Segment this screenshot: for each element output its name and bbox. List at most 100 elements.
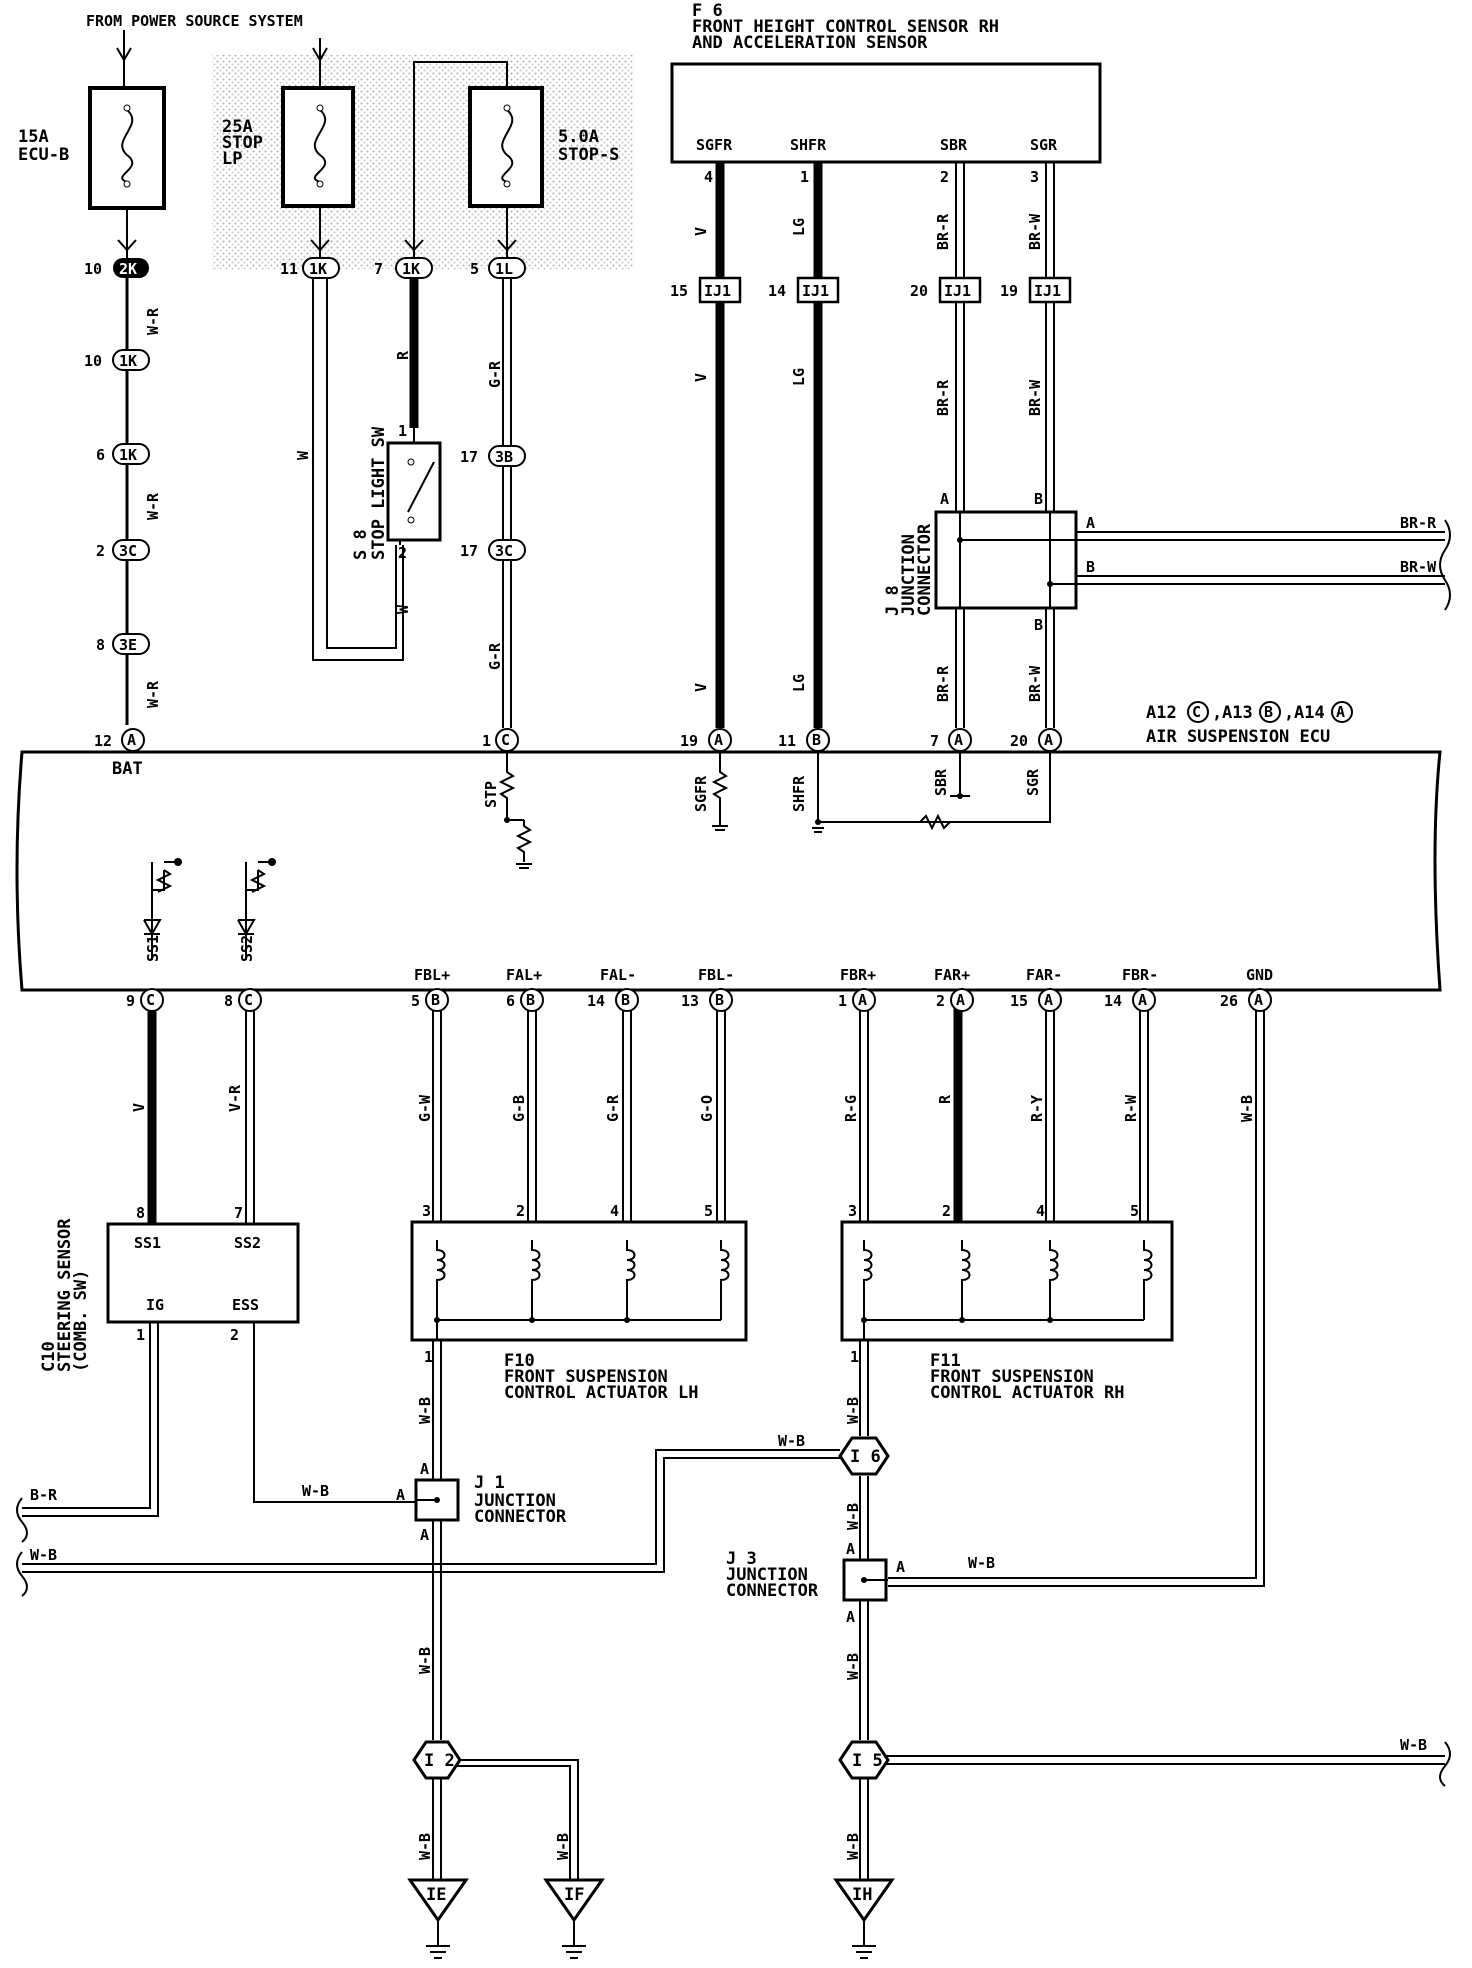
f10-actuator: 3 2 4 5 1 F10 FRONT SUSPENSION CONTROL A… (410, 1202, 748, 1403)
svg-text:B: B (1034, 490, 1043, 508)
svg-text:A12: A12 (1146, 703, 1177, 723)
svg-text:CONNECTOR: CONNECTOR (915, 523, 935, 616)
svg-text:B: B (1034, 616, 1043, 634)
ecu-pin-conn: C (244, 991, 253, 1009)
svg-text:LG: LG (790, 218, 808, 236)
ecu-pin-circle (709, 988, 733, 1012)
ecu-pin-number: 6 (506, 992, 515, 1010)
svg-text:FBL+: FBL+ (414, 966, 450, 984)
f11-actuator: 3 2 4 5 1 F11 FRONT SUSPENSION CONTROL A… (840, 1202, 1174, 1403)
svg-text:STEERING SENSOR: STEERING SENSOR (55, 1218, 75, 1372)
svg-text:STOP: STOP (222, 133, 263, 153)
svg-text:AIR SUSPENSION ECU: AIR SUSPENSION ECU (1146, 727, 1330, 747)
rh-ground-wires: W-B W-B W-B W-B W-B W-B I 6 A A A J 3 JU… (726, 1340, 1451, 1880)
svg-text:SGR: SGR (1030, 136, 1058, 154)
svg-text:10: 10 (84, 352, 102, 370)
svg-text:A: A (846, 1540, 855, 1558)
svg-text:B: B (812, 731, 821, 749)
svg-text:W-B: W-B (778, 1432, 805, 1450)
ecu-pin-number: 2 (936, 992, 945, 1010)
ecu-pin-circle (425, 988, 449, 1012)
svg-text:W-B: W-B (844, 1503, 862, 1530)
svg-text:A: A (127, 731, 136, 749)
svg-text:FBR-: FBR- (1122, 966, 1158, 984)
ecu-pin-conn: A (1138, 991, 1147, 1009)
svg-text:A: A (420, 1460, 429, 1478)
svg-text:SGFR: SGFR (692, 775, 710, 812)
svg-text:ESS: ESS (232, 1296, 259, 1314)
svg-text:R-W: R-W (1122, 1094, 1140, 1122)
svg-text:A: A (1086, 514, 1095, 532)
svg-text:4: 4 (610, 1202, 619, 1220)
svg-text:1K: 1K (402, 260, 420, 278)
svg-text:W-R: W-R (144, 492, 162, 520)
svg-text:17: 17 (460, 542, 478, 560)
svg-text:G-R: G-R (604, 1094, 622, 1122)
svg-text:A: A (954, 731, 963, 749)
svg-text:IJ1: IJ1 (704, 282, 731, 300)
svg-text:2K: 2K (119, 260, 137, 278)
svg-text:W-B: W-B (30, 1546, 57, 1564)
svg-text:2: 2 (230, 1326, 239, 1344)
svg-text:CONNECTOR: CONNECTOR (474, 1507, 567, 1527)
svg-text:A: A (940, 490, 949, 508)
steering-sensor: SS1 SS2 IG ESS 8 7 1 2 C10 STEERING SENS… (16, 1204, 416, 1543)
svg-text:GND: GND (1246, 966, 1273, 984)
svg-text:(COMB. SW): (COMB. SW) (71, 1270, 91, 1372)
svg-text:5.0A: 5.0A (558, 127, 599, 147)
ecu-pin-circle (520, 988, 544, 1012)
svg-text:W-B: W-B (844, 1833, 862, 1860)
svg-text:F11: F11 (930, 1351, 961, 1371)
ecu-pin-circle (238, 988, 262, 1012)
svg-text:3: 3 (422, 1202, 431, 1220)
svg-text:2: 2 (96, 542, 105, 560)
svg-text:A: A (420, 1526, 429, 1544)
ecu-pin-circle (140, 988, 164, 1012)
power-arrows (116, 30, 328, 88)
ecu-bottom-terminals: SS1 SS2 FBL+ FAL+ FAL- FBL- FBR+ FAR+ FA… (144, 935, 1273, 984)
svg-text:R: R (394, 350, 412, 360)
svg-text:11: 11 (280, 260, 298, 278)
svg-text:STP: STP (482, 781, 500, 808)
stp-chain: 5 1L G-R 17 3B 17 3C G-R (460, 257, 526, 728)
ecu-pin-number: 14 (587, 992, 605, 1010)
svg-text:BR-R: BR-R (934, 379, 952, 416)
svg-text:8: 8 (96, 636, 105, 654)
svg-text:8: 8 (136, 1204, 145, 1222)
svg-text:R-G: R-G (842, 1095, 860, 1122)
svg-text:STOP LIGHT SW: STOP LIGHT SW (369, 426, 389, 560)
f6-wires: 4 1 2 3 V LG BR-R BR-W IJ1 IJ1 IJ1 IJ1 1… (670, 162, 1072, 728)
svg-text:W-R: W-R (144, 307, 162, 335)
svg-text:IJ1: IJ1 (944, 282, 971, 300)
ecu-pin-circle (615, 988, 639, 1012)
ecu-pin-number: 1 (838, 992, 847, 1010)
svg-text:B: B (1264, 703, 1273, 721)
ecu-pin-number: 26 (1220, 992, 1238, 1010)
svg-text:IH: IH (852, 1885, 872, 1905)
svg-text:2: 2 (398, 544, 407, 562)
svg-text:J 8: J 8 (883, 585, 903, 616)
svg-text:BR-W: BR-W (1026, 379, 1044, 416)
ecu-pin-conn: B (431, 991, 440, 1009)
svg-text:JUNCTION: JUNCTION (899, 534, 919, 616)
svg-text:1K: 1K (119, 446, 137, 464)
svg-text:JUNCTION: JUNCTION (474, 1491, 556, 1511)
svg-text:3: 3 (1030, 168, 1039, 186)
svg-text:SS2: SS2 (238, 935, 256, 962)
svg-text:11: 11 (778, 732, 796, 750)
svg-text:SHFR: SHFR (790, 775, 808, 812)
svg-text:CONTROL ACTUATOR LH: CONTROL ACTUATOR LH (504, 1383, 698, 1403)
svg-text:BR-R: BR-R (1400, 514, 1437, 532)
svg-text:CONTROL ACTUATOR RH: CONTROL ACTUATOR RH (930, 1383, 1124, 1403)
svg-text:G-R: G-R (486, 642, 504, 670)
svg-text:I 5: I 5 (852, 1751, 883, 1771)
svg-text:1: 1 (136, 1326, 145, 1344)
fuse-stop-lp: 25A STOP LP (222, 86, 355, 208)
svg-text:FBL-: FBL- (698, 966, 734, 984)
svg-text:3B: 3B (495, 448, 513, 466)
svg-text:W-B: W-B (844, 1397, 862, 1424)
svg-text:W-B: W-B (968, 1554, 995, 1572)
svg-text:7: 7 (234, 1204, 243, 1222)
